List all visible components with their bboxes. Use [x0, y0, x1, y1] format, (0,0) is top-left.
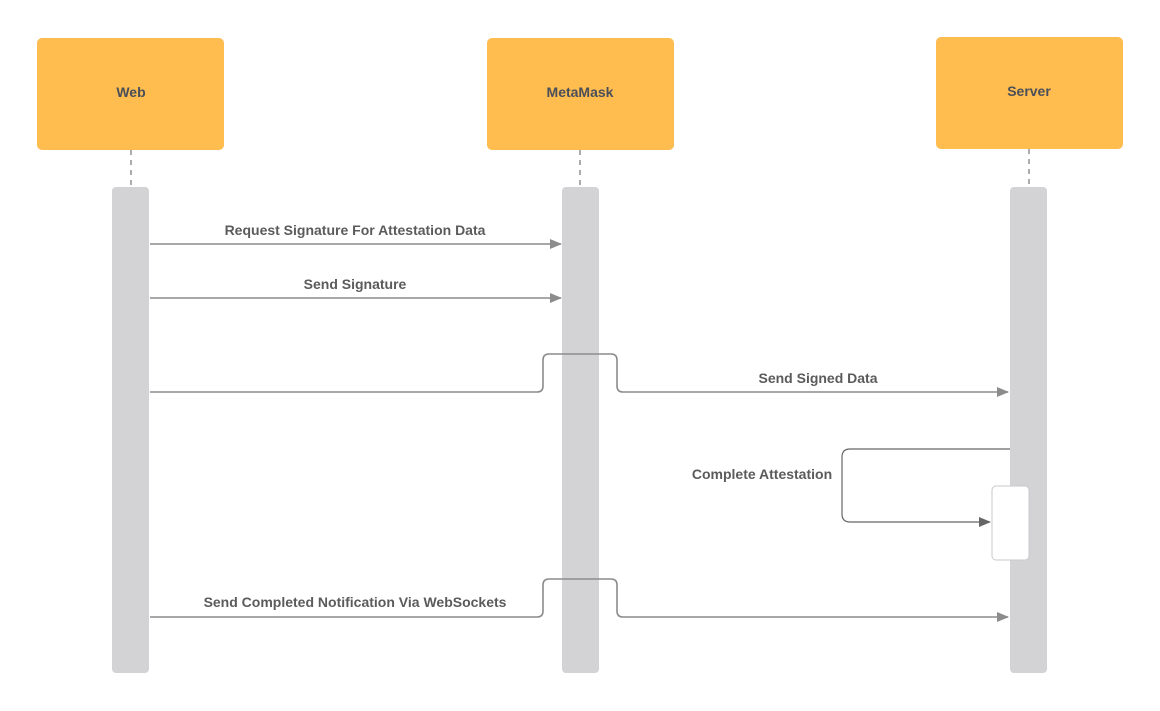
- actor-server: Server: [936, 37, 1123, 149]
- activation-bar-server: [1010, 187, 1047, 673]
- actor-metamask-label: MetaMask: [547, 84, 614, 100]
- message-send-completed-notification: Send Completed Notification Via WebSocke…: [150, 578, 1009, 622]
- message-send-completed-notification-arrow: [150, 578, 1009, 622]
- message-send-signed-data-arrow: [150, 353, 1009, 397]
- actor-metamask-box: [487, 38, 674, 150]
- activation-bar-web: [112, 187, 149, 673]
- message-request-signature: Request Signature For Attestation Data: [150, 222, 562, 249]
- message-send-signature-label: Send Signature: [304, 276, 407, 292]
- actor-server-box: [936, 37, 1123, 149]
- message-request-signature-label: Request Signature For Attestation Data: [225, 222, 486, 238]
- actor-web: Web: [37, 38, 224, 150]
- message-complete-attestation-label: Complete Attestation: [692, 466, 832, 482]
- message-send-signed-data-label: Send Signed Data: [758, 370, 877, 386]
- actor-web-box: [37, 38, 224, 150]
- activation-bar-metamask: [562, 187, 599, 673]
- message-send-signed-data: Send Signed Data: [150, 353, 1009, 397]
- actor-server-label: Server: [1007, 83, 1051, 99]
- message-complete-attestation: Complete Attestation: [692, 448, 1030, 561]
- message-complete-attestation-arrow: [841, 448, 1010, 527]
- message-send-signature: Send Signature: [150, 276, 562, 303]
- message-send-completed-notification-label: Send Completed Notification Via WebSocke…: [204, 594, 507, 610]
- activation-complete-attestation: [991, 485, 1030, 561]
- actor-metamask: MetaMask: [487, 38, 674, 150]
- actor-web-label: Web: [116, 84, 145, 100]
